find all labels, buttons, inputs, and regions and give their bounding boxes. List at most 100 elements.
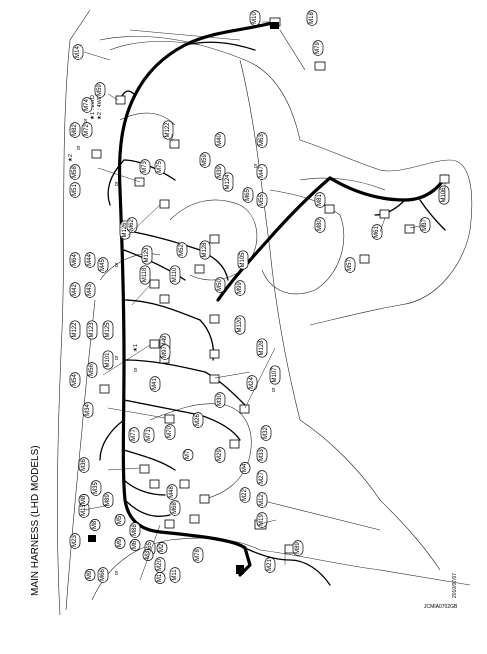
connector-label-box <box>154 159 166 175</box>
connector-label-box <box>371 224 383 240</box>
connector-label-text: M124 <box>225 174 231 190</box>
connector-label-box <box>214 392 226 408</box>
connector-body <box>379 209 390 219</box>
connector-label-text: M2 <box>159 543 165 552</box>
connector-label-m22: M22 <box>239 487 251 503</box>
connector-label-text: M21 <box>267 559 273 571</box>
connector-label-box <box>256 192 268 208</box>
connector-body <box>229 439 240 449</box>
connector-label-box <box>214 132 226 148</box>
connector-label-text: M123 <box>89 322 95 338</box>
connector-label-box <box>169 567 181 583</box>
connector-label-m8: M8 <box>78 494 90 506</box>
connector-label-text: M48 <box>169 486 175 498</box>
connector-label-text: M8 <box>92 520 98 529</box>
connector-label-box <box>72 44 84 60</box>
connector-label-m106: M106 <box>438 185 450 205</box>
connector-body <box>209 314 220 324</box>
connector-body <box>404 224 415 234</box>
connector-body <box>99 384 110 394</box>
connector-label-box <box>176 242 188 258</box>
connector-label-m11: M11 <box>169 567 181 583</box>
connector-label-text: M45 <box>100 259 106 271</box>
connector-body <box>209 234 220 244</box>
connector-label-box <box>82 402 94 418</box>
connector-label-m20: M20 <box>154 557 166 573</box>
connector-label-box <box>139 265 151 285</box>
connector-label-text: M40 <box>217 134 223 146</box>
connector-label-text: M42 <box>72 284 78 296</box>
connector-label-box <box>94 82 106 98</box>
connector-label-text: M78 <box>195 549 201 561</box>
connector-label-box <box>166 484 178 500</box>
connector-label-box <box>69 164 81 180</box>
note-star2: ★2 <box>67 154 74 162</box>
connector-label-m30: M30 <box>214 392 226 408</box>
connector-label-text: M89 <box>295 542 301 554</box>
connector-label-m44: M44 <box>84 252 96 268</box>
connector-label-m107: M107 <box>269 365 281 385</box>
harness-branches <box>99 41 446 586</box>
connector-label-text: M41 <box>152 378 158 390</box>
or-separator: or <box>271 387 277 392</box>
or-separator: or <box>114 355 120 360</box>
connector-label-text: M4 <box>242 463 248 472</box>
connector-label-box <box>69 182 81 198</box>
connector-label-text: M62 <box>129 219 135 231</box>
connector-label-m74: M74 <box>81 97 93 113</box>
connector-label-text: M8 <box>81 495 87 504</box>
connector-label-text: M59 <box>97 84 103 96</box>
connector-label-box <box>260 425 272 441</box>
connector-label-text: M43 <box>87 284 93 296</box>
connector-label-box <box>169 265 181 285</box>
connector-body <box>359 254 370 264</box>
connector-label-box <box>69 122 81 138</box>
connector-label-text: M29 <box>217 449 223 461</box>
connector-label-box <box>84 252 96 268</box>
connector-label-box <box>81 122 93 138</box>
connector-label-box <box>129 539 141 551</box>
connector-label-m41: M41 <box>149 376 161 392</box>
connector-label-m7: M7 <box>182 449 194 461</box>
connector-label-box <box>86 320 98 340</box>
connector-label-m48: M48 <box>166 484 178 500</box>
connector-label-m8: M8 <box>89 519 101 531</box>
connector-label-text: M68 <box>172 502 178 514</box>
connector-label-m129: M129 <box>141 245 153 265</box>
connector-label-text: M23 <box>72 535 78 547</box>
connector-label-m99: M99 <box>234 280 246 296</box>
connector-label-box <box>164 424 176 440</box>
connector-label-text: M27 <box>259 472 265 484</box>
connector-body <box>115 95 126 105</box>
connector-label-text: M5 <box>117 515 123 524</box>
connector-label-m97: M97 <box>159 344 171 360</box>
connector-label-m118: M118 <box>139 265 151 285</box>
connector-body <box>236 565 244 574</box>
connector-label-box <box>239 462 251 474</box>
connector-label-m32: M32 <box>260 425 272 441</box>
connector-label-text: M1 <box>157 573 163 582</box>
connector-label-text: M106 <box>441 187 447 203</box>
connector-label-box <box>246 375 258 391</box>
legend-4wd: ★2 : 4WD <box>96 95 103 120</box>
connector-label-box <box>129 522 141 538</box>
connector-label-m9: M9 <box>84 569 96 581</box>
connector-body <box>209 374 220 384</box>
connector-label-box <box>69 252 81 268</box>
connector-label-box <box>159 344 171 360</box>
connector-label-m19: M19 <box>256 512 268 528</box>
connector-body <box>164 519 175 529</box>
connector-body <box>199 494 210 504</box>
connector-label-m9: M9 <box>114 537 126 549</box>
leader-lines <box>83 21 446 581</box>
connector-label-m128: M128 <box>199 240 211 260</box>
or-separator: or <box>114 570 120 575</box>
connector-label-box <box>314 192 326 208</box>
connector-label-m2: M2 <box>156 542 168 554</box>
connector-label-box <box>249 10 261 26</box>
note-star1: ★1 <box>132 344 139 352</box>
connector-label-m3: M3 <box>142 549 154 561</box>
connector-label-m43: M43 <box>84 282 96 298</box>
